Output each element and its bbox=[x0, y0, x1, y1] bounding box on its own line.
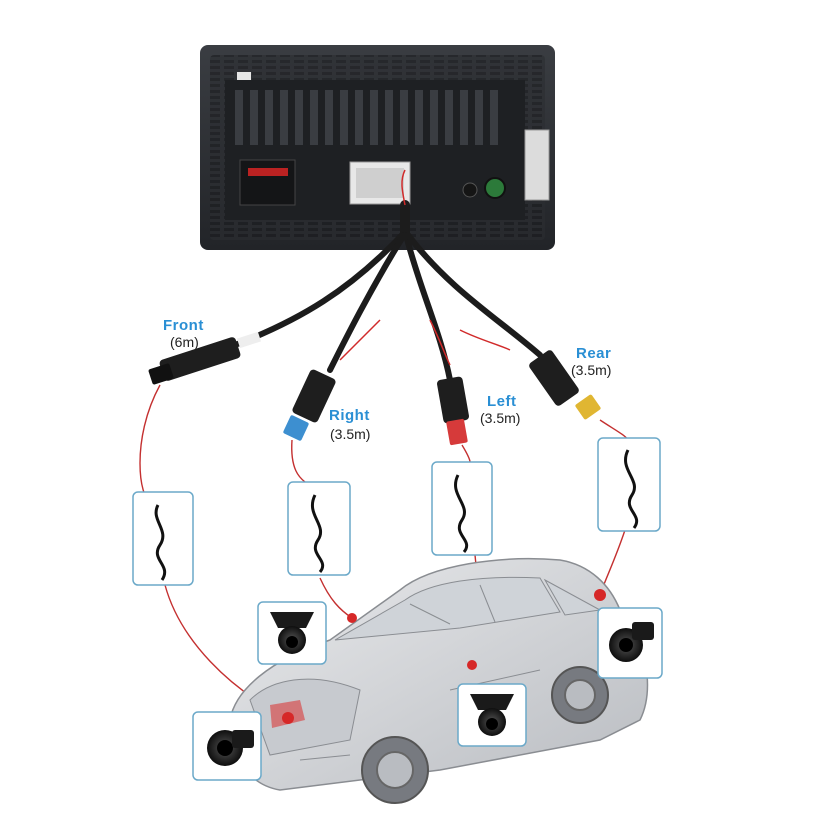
cable-box-right bbox=[287, 481, 351, 576]
right-label: Right bbox=[329, 407, 370, 424]
left-length: (3.5m) bbox=[480, 410, 521, 426]
rear-connector bbox=[529, 350, 601, 420]
front-connector bbox=[148, 331, 262, 385]
left-connector bbox=[437, 376, 469, 446]
cable-box-rear bbox=[597, 437, 661, 532]
cable-box-front bbox=[132, 491, 194, 586]
right-length: (3.5m) bbox=[330, 426, 371, 442]
rear-label: Rear bbox=[576, 345, 612, 362]
rear-length: (3.5m) bbox=[571, 362, 612, 378]
camera-box-front bbox=[192, 711, 262, 781]
car-illustration bbox=[229, 558, 649, 804]
cable-box-left bbox=[431, 461, 493, 556]
head-unit bbox=[200, 45, 555, 250]
front-label: Front bbox=[163, 317, 204, 334]
camera-box-rear bbox=[597, 607, 663, 679]
mount-points bbox=[282, 589, 606, 724]
camera-box-right bbox=[257, 601, 327, 665]
camera-box-left bbox=[457, 683, 527, 747]
left-label: Left bbox=[487, 393, 517, 410]
right-connector bbox=[283, 369, 336, 441]
front-length: (6m) bbox=[170, 334, 199, 350]
